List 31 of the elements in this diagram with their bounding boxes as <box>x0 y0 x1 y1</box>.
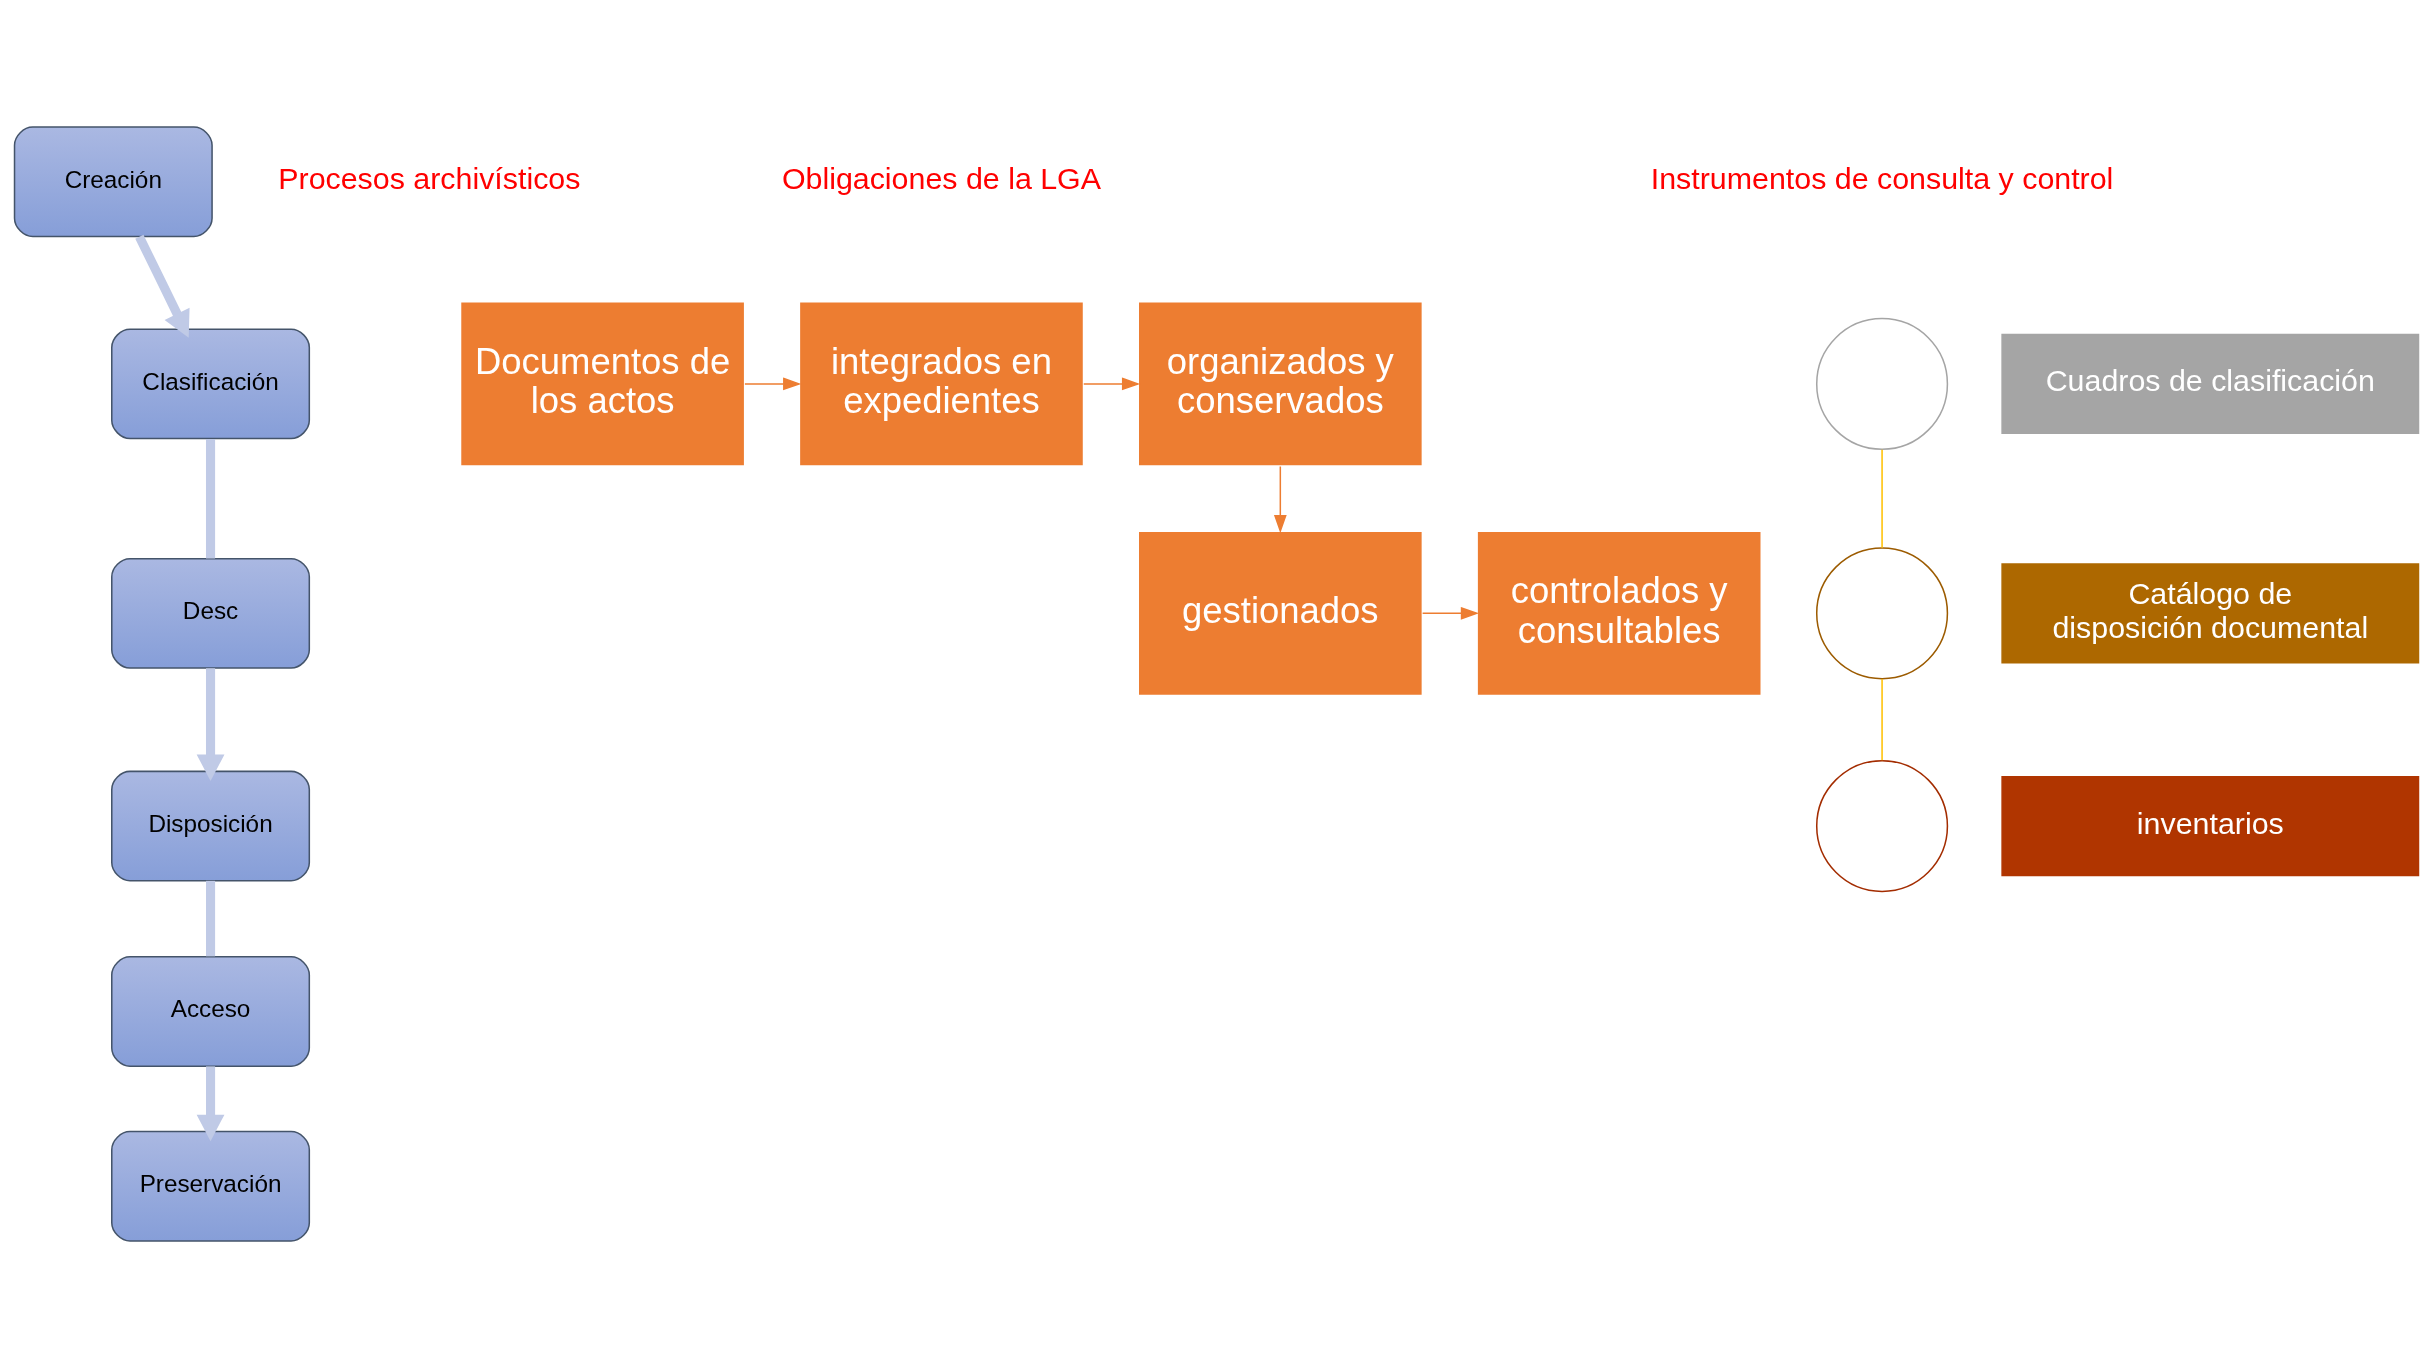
label: Obligaciones de la LGA <box>781 161 1102 196</box>
label: Instrumentos de consulta y control <box>1650 161 2114 196</box>
node-box: Clasificación <box>111 328 311 440</box>
node-box: Cuadros de clasificación <box>2001 333 2420 435</box>
arrow <box>135 234 190 338</box>
arrow <box>196 668 225 781</box>
node-circle <box>1815 760 1949 893</box>
connector <box>206 880 216 957</box>
node-circle <box>1815 317 1949 450</box>
node-box: inventarios <box>2001 775 2420 877</box>
node-box: Catálogo de disposición documental <box>2001 563 2420 664</box>
node-box: Preservación <box>111 1130 311 1242</box>
connector <box>206 439 216 559</box>
node-box: organizados y conservados <box>1137 301 1424 467</box>
node-box: Documentos de los actos <box>459 301 746 467</box>
node-box: Acceso <box>111 956 311 1067</box>
connector <box>1881 678 1883 761</box>
connector <box>1881 448 1883 549</box>
node-circle <box>1815 547 1949 680</box>
node-box: Creación <box>13 126 213 238</box>
node-box: integrados en expedientes <box>798 301 1085 467</box>
arrow <box>1083 377 1141 391</box>
node-box: Disposición <box>111 770 311 882</box>
arrow <box>1421 606 1480 620</box>
arrow <box>1273 465 1287 534</box>
label: Procesos archivísticos <box>278 161 581 196</box>
arrow <box>196 1066 225 1142</box>
node-box: controlados y consultables <box>1476 530 1763 697</box>
arrow <box>744 377 802 391</box>
node-box: gestionados <box>1137 530 1424 697</box>
node-box: Desc <box>111 557 311 669</box>
